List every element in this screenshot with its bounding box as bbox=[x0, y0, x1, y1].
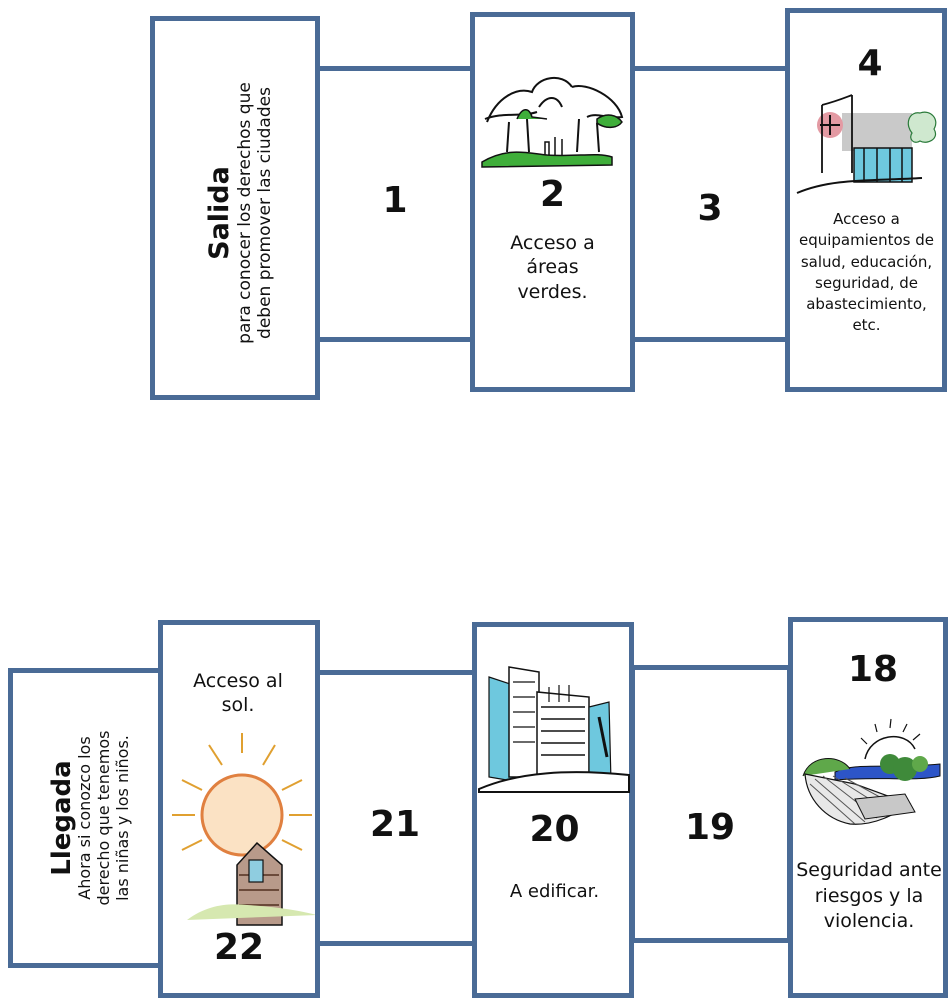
board-square-3: 3 bbox=[630, 66, 790, 342]
board-square-21: 21 bbox=[315, 670, 477, 946]
board-square-4: 4 Acceso a equipamientos de salud, educa… bbox=[785, 8, 947, 392]
hospital-building-icon bbox=[796, 94, 937, 194]
square-caption: A edificar. bbox=[509, 881, 600, 902]
start-subtitle-line-2: deben promover las ciudades bbox=[255, 87, 276, 339]
square-caption: Acceso a áreas verdes. bbox=[510, 232, 595, 303]
square-number: 20 bbox=[529, 809, 580, 850]
square-caption: Acceso a equipamientos de salud, educaci… bbox=[798, 210, 935, 335]
board-square-1: 1 bbox=[315, 66, 475, 342]
finish-subtitle-line-1: Ahora si conozco los bbox=[75, 736, 94, 900]
finish-title: Llegada bbox=[47, 760, 77, 876]
finish-label: Llegada Ahora si conozco los derecho que… bbox=[47, 688, 132, 948]
board-square-19: 19 bbox=[630, 665, 792, 943]
board-square-2: 2 Acceso a áreas verdes. bbox=[470, 12, 635, 392]
board-square-18: 18 Seguridad ante riesgos y la violencia… bbox=[788, 617, 948, 998]
landslide-hazard-icon bbox=[802, 718, 941, 825]
board-square-20: 20 A edificar. bbox=[472, 622, 634, 998]
start-card: Salida para conocer los derechos que deb… bbox=[150, 16, 320, 400]
square-number: 2 bbox=[539, 174, 566, 215]
square-number: 3 bbox=[697, 188, 723, 229]
square-number: 18 bbox=[847, 649, 899, 690]
finish-subtitle-line-3: las niñas y los niños. bbox=[112, 735, 132, 901]
square-caption: Seguridad ante riesgos y la violencia. bbox=[796, 859, 942, 933]
square-number: 21 bbox=[369, 804, 421, 845]
finish-card: Llegada Ahora si conozco los derecho que… bbox=[8, 668, 168, 968]
sun-house-icon bbox=[172, 733, 317, 926]
start-title: Salida bbox=[204, 166, 235, 260]
square-number: 19 bbox=[684, 807, 736, 848]
finish-subtitle-line-2: derecho que tenemos bbox=[93, 730, 113, 906]
square-number: 4 bbox=[857, 43, 883, 84]
trees-icon bbox=[481, 77, 624, 168]
square-caption: Acceso al sol. bbox=[193, 670, 283, 717]
square-number: 22 bbox=[213, 927, 265, 968]
start-label: Salida para conocer los derechos que deb… bbox=[204, 28, 275, 398]
square-number: 1 bbox=[382, 180, 408, 221]
start-subtitle-line-1: para conocer los derechos que bbox=[235, 82, 255, 344]
board-square-22: Acceso al sol. 22 bbox=[158, 620, 320, 998]
city-buildings-icon bbox=[478, 666, 630, 793]
